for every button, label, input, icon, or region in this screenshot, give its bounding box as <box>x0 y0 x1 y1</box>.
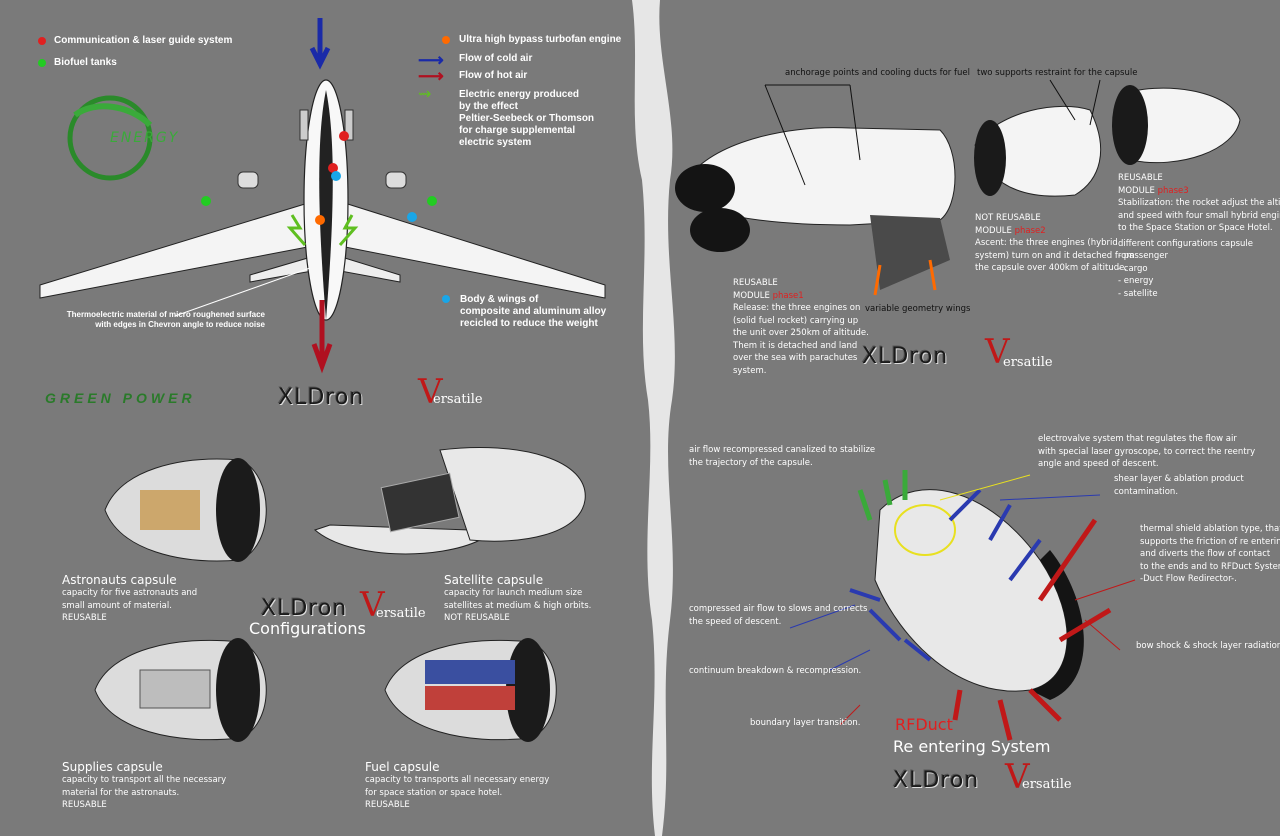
astronauts-caption: Astronauts capsule capacity for five ast… <box>62 573 198 623</box>
bow-label: bow shock & shock layer radiation. <box>1136 641 1280 651</box>
legend-biofuel: Biofuel tanks <box>54 57 117 68</box>
supplies-capsule-illustration <box>94 638 267 742</box>
boundary-label: boundary layer transition. <box>750 718 861 728</box>
airflow-label: air flow recompressed canalized to stabi… <box>689 445 876 468</box>
reentry-system-title: Re entering System <box>893 737 1051 756</box>
hot-air-arrow <box>311 300 333 374</box>
versatile-v-icon: V <box>985 332 1010 372</box>
legend-body: Body & wings of composite and aluminum a… <box>460 294 607 329</box>
fuel-capsule-illustration <box>384 638 557 742</box>
versatile-v-icon: V <box>360 585 385 625</box>
versatile-v-icon: V <box>418 372 443 412</box>
rocket-module-illustration <box>675 85 1241 290</box>
phase2-block: NOT REUSABLE MODULE phase2 Ascent: the t… <box>975 213 1135 273</box>
biofuel-dot-icon <box>38 59 46 67</box>
legend-turbofan: Ultra high bypass turbofan engine <box>459 34 622 45</box>
comm-dot-icon <box>38 37 46 45</box>
satellite-capsule-illustration <box>314 447 586 555</box>
turbofan-dot-icon <box>442 36 450 44</box>
xldron-logo-1: XLDron <box>278 385 365 410</box>
xldron-logo-3: XLDron <box>862 344 949 369</box>
fuel-caption: Fuel capsule capacity to transports all … <box>365 760 550 810</box>
continuum-label: continuum breakdown & recompression. <box>689 666 862 676</box>
reentry-capsule-illustration <box>874 489 1084 700</box>
legend-hot-air: Flow of hot air <box>459 70 528 81</box>
electric-arrow-right <box>338 214 359 246</box>
legend-electric: Electric energy produced by the effect P… <box>459 89 595 148</box>
center-splash <box>632 0 675 836</box>
energy-logo-text: ENERGY <box>110 130 180 146</box>
electric-arrow-icon: ⇝ <box>418 86 432 103</box>
hot-air-arrow-icon: ⟶ <box>418 66 444 86</box>
compressed-label: compressed air flow to slows and correct… <box>689 604 868 627</box>
phase3-block: REUSABLE MODULE phase3 Stabilization: th… <box>1118 173 1280 299</box>
versatile-logo-1: ersatile <box>433 392 483 407</box>
anchorage-label: anchorage points and cooling ducts for f… <box>785 68 970 78</box>
xldron-logo-2: XLDron <box>261 596 348 621</box>
xldron-logo-4: XLDron <box>893 768 980 793</box>
configurations-title: Configurations <box>249 619 366 638</box>
airplane-illustration <box>39 79 606 321</box>
astronauts-capsule-illustration <box>104 458 267 562</box>
green-power-logo: GREEN POWER <box>45 390 196 406</box>
body-dot-icon <box>442 295 450 303</box>
energy-logo <box>67 95 153 181</box>
electric-arrow-left <box>286 214 307 246</box>
cold-air-arrow <box>309 18 331 70</box>
rfduct-title: RFDuct <box>895 715 953 734</box>
versatile-logo-4: ersatile <box>1022 777 1072 792</box>
versatile-logo-3: ersatile <box>1003 355 1053 370</box>
wings-label: variable geometry wings <box>865 304 971 314</box>
phase1-block: REUSABLE MODULE phase1 Release: the thre… <box>733 278 869 376</box>
versatile-logo-2: ersatile <box>376 606 426 621</box>
supplies-caption: Supplies capsule capacity to transport a… <box>62 760 227 810</box>
versatile-v-icon: V <box>1005 757 1030 797</box>
satellite-caption: Satellite capsule capacity for launch me… <box>444 573 592 623</box>
electrovalve-label: electrovalve system that regulates the f… <box>1038 434 1256 469</box>
legend-comm: Communication & laser guide system <box>54 35 233 46</box>
legend-cold-air: Flow of cold air <box>459 53 533 64</box>
cold-air-arrow-icon: ⟶ <box>418 50 444 70</box>
legend-thermo: Thermoelectric material of micro roughen… <box>66 310 265 329</box>
supports-label: two supports restraint for the capsule <box>977 68 1138 78</box>
